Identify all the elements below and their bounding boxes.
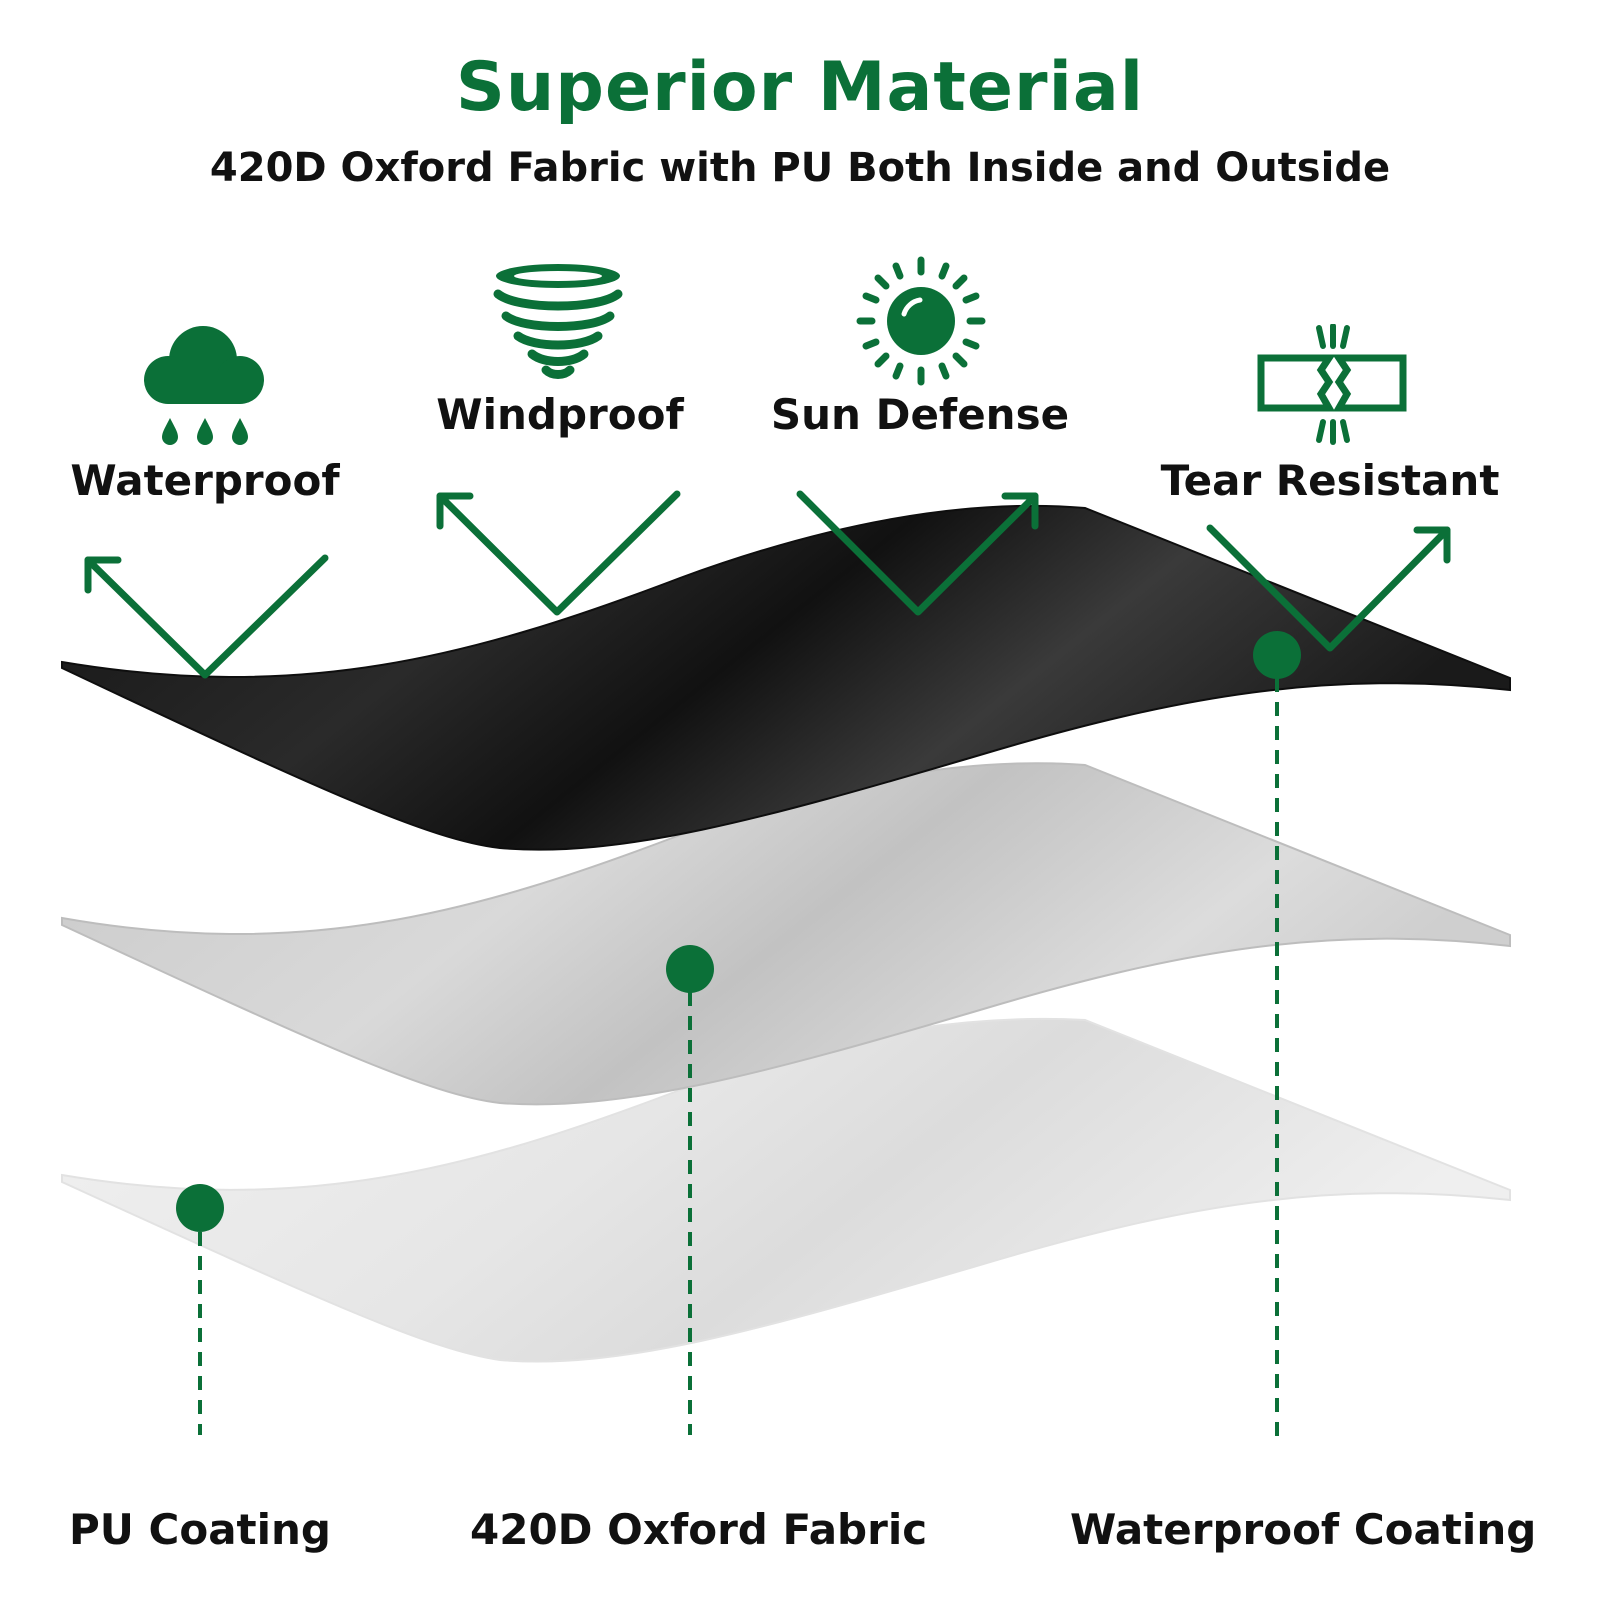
page-subtitle: 420D Oxford Fabric with PU Both Inside a… [209,145,1391,191]
windproof-arrow-icon [436,490,681,616]
layer-label-waterproof-coating: Waterproof Coating [1070,1505,1537,1554]
pu-coating-marker [176,1184,224,1232]
layer-label-oxford-fabric: 420D Oxford Fabric [470,1505,928,1554]
tornado-icon [493,264,623,379]
sun-icon [856,256,986,386]
layer-label-pu-coating: PU Coating [69,1505,331,1554]
feature-label-sun-defense: Sun Defense [770,390,1070,439]
waterproof-coating-marker [1253,631,1301,679]
feature-label-waterproof: Waterproof [70,456,340,505]
pu-coating-layer [61,1017,1511,1363]
sun-defense-arrow-icon [796,490,1039,616]
waterproof-arrow-icon [84,554,329,679]
feature-label-tear-resistant: Tear Resistant [1160,456,1500,505]
waterproof-coating-layer [61,504,1511,851]
oxford-fabric-layer [61,762,1511,1106]
torn-fabric-icon [1257,324,1407,445]
page-title: Superior Material [455,48,1145,127]
tear-resistant-arrow-icon [1206,524,1451,652]
oxford-fabric-marker [666,945,714,993]
rain-cloud-icon [144,326,264,445]
feature-label-windproof: Windproof [436,390,684,439]
